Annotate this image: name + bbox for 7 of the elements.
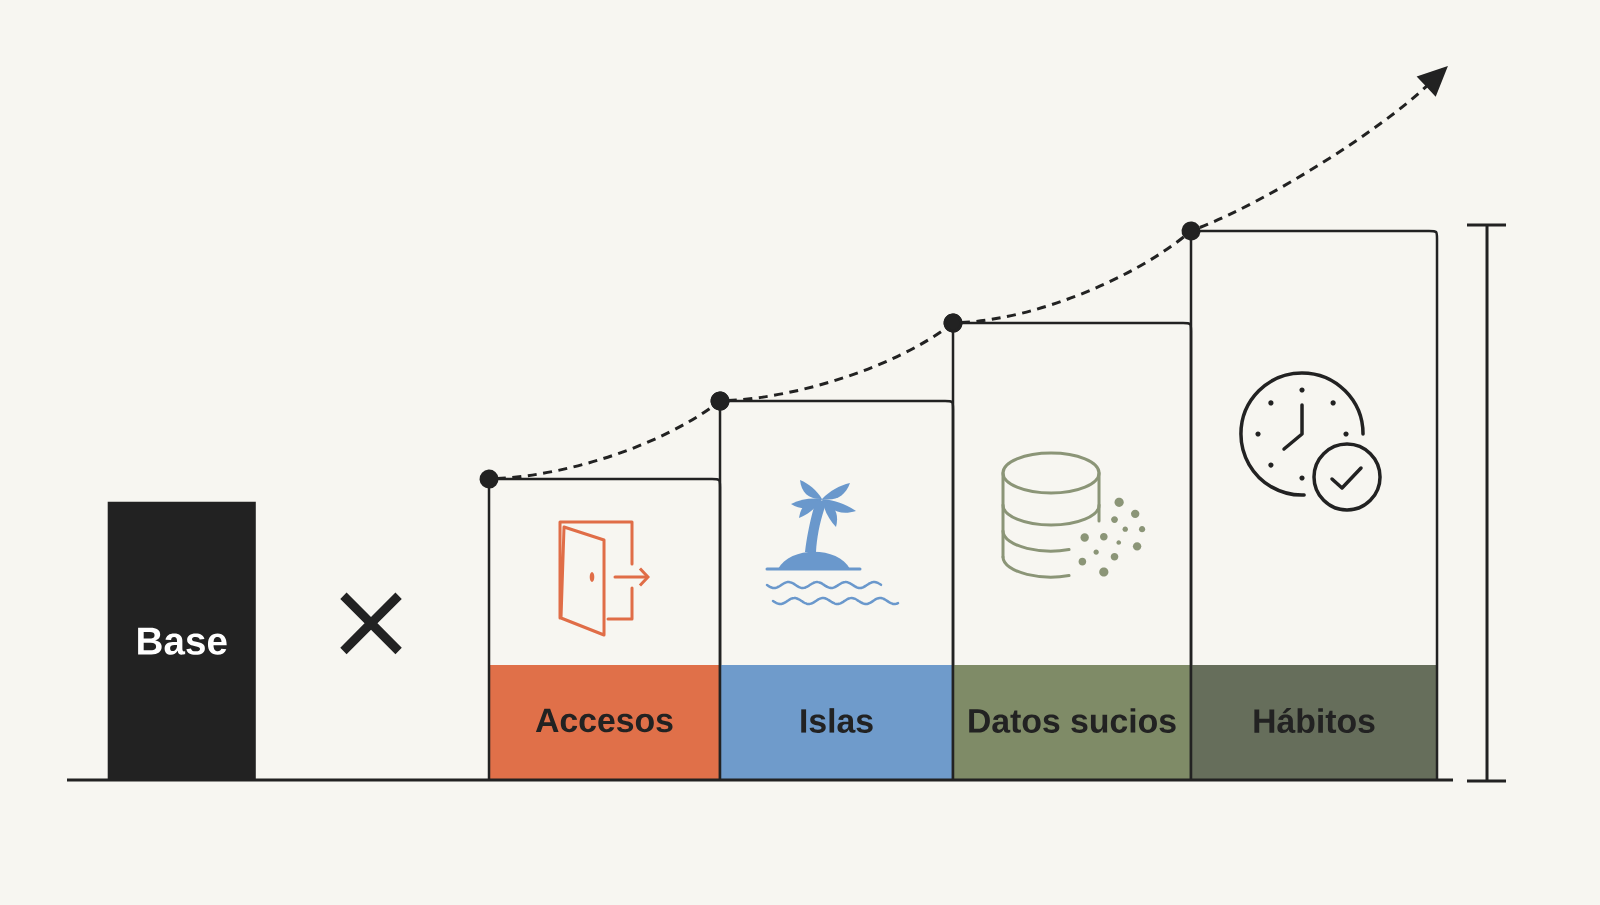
bar: Datos sucios: [951, 321, 1193, 780]
bar: Accesos: [487, 477, 722, 780]
dashed-line: [943, 221, 1201, 333]
multiply-sign: ×: [340, 592, 402, 655]
label-box: Base: [107, 501, 256, 781]
bar: Islas: [718, 399, 955, 780]
bar: Hábitos: [1189, 229, 1439, 780]
